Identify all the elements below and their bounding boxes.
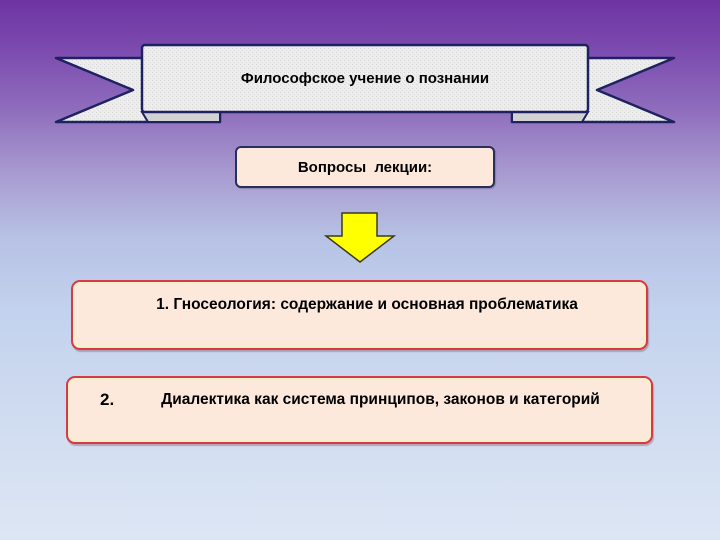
question-2-text: Диалектика как система принципов, законо… <box>161 391 600 408</box>
slide-title: Философское учение о познании <box>240 70 490 87</box>
title-banner: Философское учение о познании <box>0 0 720 140</box>
lecture-questions-label: Вопросы лекции: <box>297 158 433 176</box>
lecture-question-1: 1. Гносеология: содержание и основная пр… <box>71 280 648 350</box>
lecture-questions-heading: Вопросы лекции: <box>235 146 495 188</box>
question-2-number: 2. <box>100 390 115 409</box>
lecture-question-2: 2. Диалектика как система принципов, зак… <box>66 376 653 444</box>
question-1-text: 1. Гносеология: содержание и основная пр… <box>156 296 578 313</box>
down-arrow-icon <box>323 211 397 270</box>
ribbon-banner-shape <box>54 43 676 124</box>
